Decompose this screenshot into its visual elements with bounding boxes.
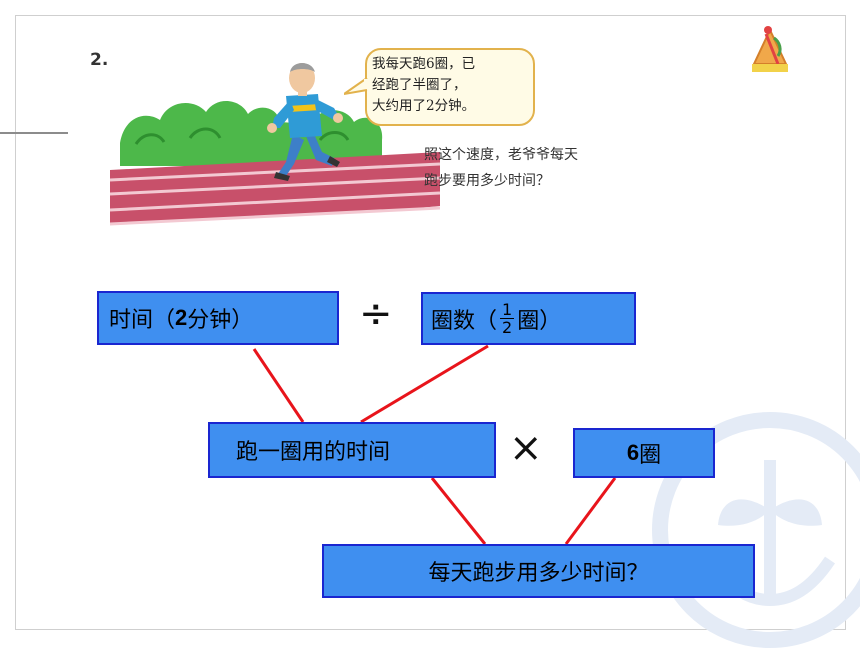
speech-bubble — [365, 48, 535, 126]
box-six-suffix: 圈 — [639, 443, 662, 468]
box-time-value: 2 — [175, 305, 188, 330]
connector-six-to-result — [564, 477, 617, 545]
speech-bubble-tail — [344, 77, 368, 95]
connector-laps-to-onelap — [360, 344, 489, 424]
speech-line-2: 经跑了半圈了， — [372, 77, 467, 93]
speech-text: 我每天跑6圈，已 经跑了半圈了， 大约用了2分钟。 — [372, 54, 530, 117]
fraction-numerator: 1 — [500, 300, 515, 319]
connector-time-to-onelap — [252, 348, 305, 423]
box-one-lap-time: 跑一圈用的时间 — [208, 422, 496, 478]
box-laps-suffix: 圈） — [517, 308, 562, 334]
box-six-value: 6 — [626, 440, 640, 465]
connector-onelap-to-result — [430, 477, 487, 545]
connector-lines — [252, 344, 617, 545]
decor-line — [0, 132, 68, 134]
box-time-prefix: 时间（ — [109, 308, 176, 333]
box-laps-prefix: 圈数（ — [431, 308, 498, 334]
publisher-logo-icon — [752, 26, 788, 72]
question-text: 照这个速度，老爷爷每天 跑步要用多少时间？ — [424, 142, 578, 194]
multiply-operator: × — [509, 425, 543, 471]
box-time-suffix: 分钟） — [187, 308, 254, 333]
runner-illustration — [110, 63, 440, 226]
speech-line-3: 大约用了2分钟。 — [372, 98, 476, 114]
speech-line-1: 我每天跑6圈，已 — [372, 56, 476, 72]
box-result: 每天跑步用多少时间？ — [322, 544, 755, 598]
question-line-1: 照这个速度，老爷爷每天 — [424, 147, 578, 163]
question-line-2: 跑步要用多少时间？ — [424, 173, 550, 189]
fraction-denominator: 2 — [502, 318, 513, 337]
divide-operator: ÷ — [359, 291, 393, 337]
problem-number: 2. — [90, 50, 109, 70]
